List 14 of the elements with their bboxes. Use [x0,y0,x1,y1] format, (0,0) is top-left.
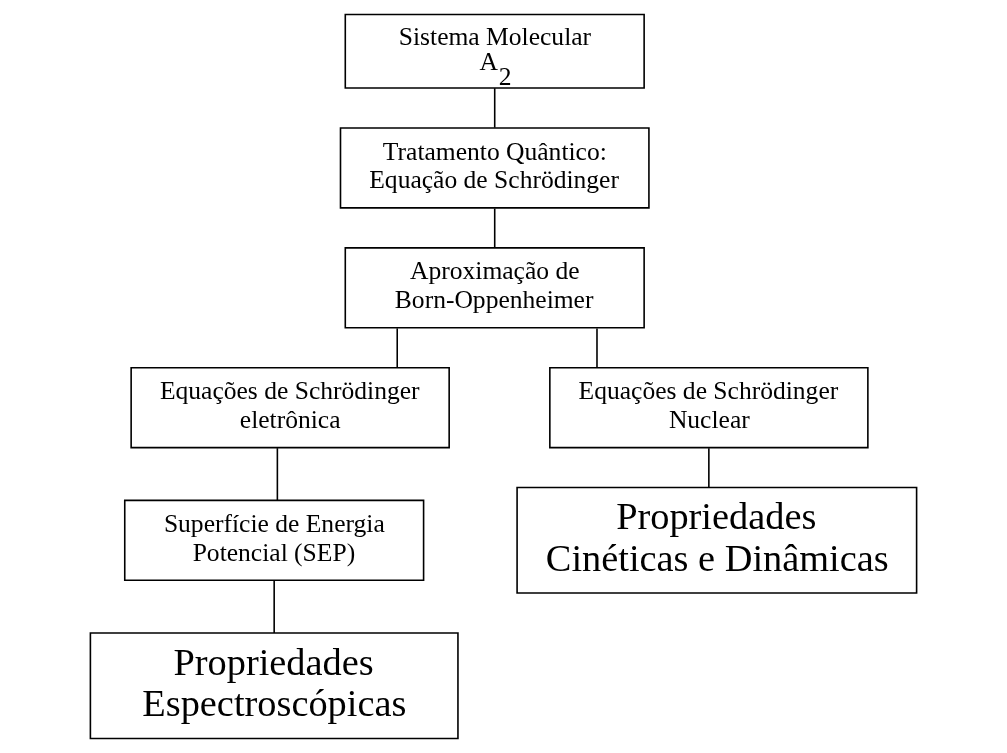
connector [396,327,399,369]
connector [276,447,279,501]
node-box: Propriedades Cinéticas e Dinâmicas [516,486,918,594]
connector [708,447,710,489]
node-box: Propriedades Espectroscópicas [89,632,459,740]
node-box: Equações de Schrödinger eletrônica [130,366,450,449]
node-box: Aproximação de Born-Oppenheimer [344,247,645,329]
connector [493,87,496,129]
connector [596,327,598,369]
node-box: Tratamento Quântico: Equação de Schrödinger [339,127,650,209]
node-box: Equações de Schrödinger Nuclear [549,366,869,449]
connector [493,207,496,249]
connector [273,580,275,634]
node-box: Superfície de Energia Potencial (SEP) [123,499,425,582]
